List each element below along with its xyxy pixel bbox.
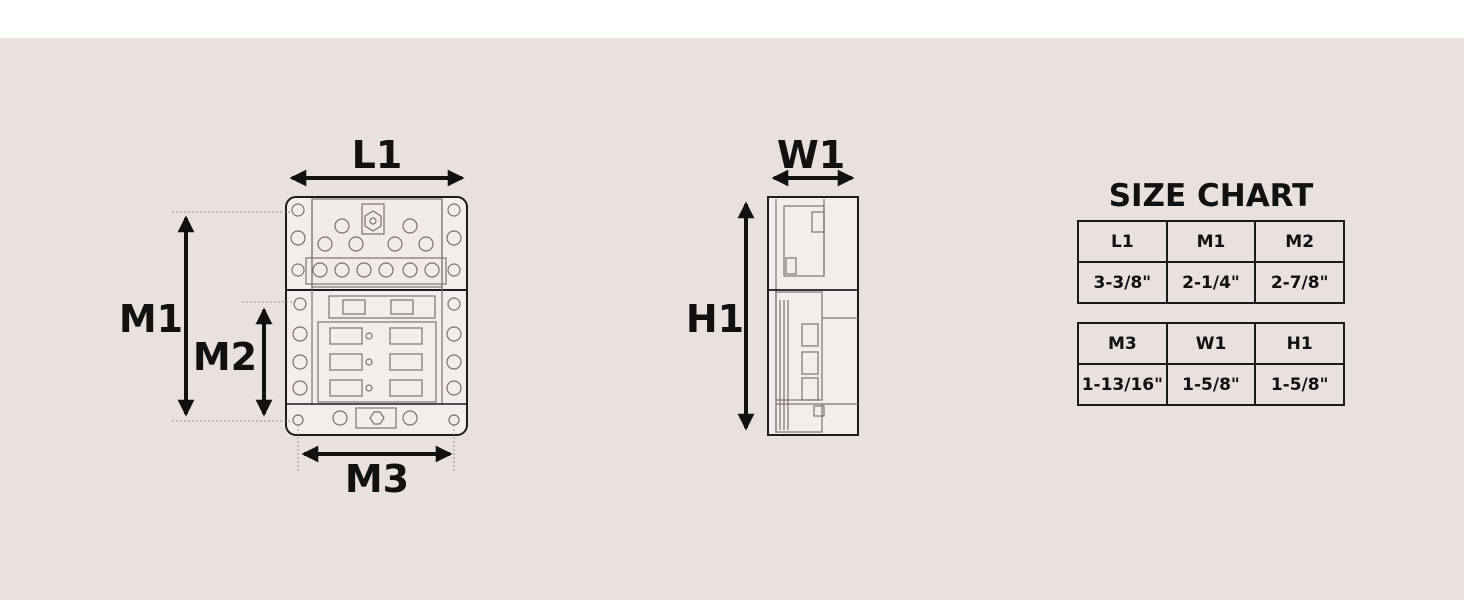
header-l1: L1 <box>1077 220 1168 263</box>
value-m2: 2-7/8" <box>1254 261 1345 304</box>
diagram-canvas <box>0 38 1464 600</box>
size-table-2: M3 W1 H1 1-13/16" 1-5/8" 1-5/8" <box>1077 322 1345 406</box>
m2-label: M2 <box>193 335 257 379</box>
size-chart-title: SIZE CHART <box>1108 178 1314 214</box>
table-row: M3 W1 H1 <box>1077 322 1345 365</box>
size-chart: SIZE CHART L1 M1 M2 3-3/8" 2-1/4" 2-7/8"… <box>1076 176 1346 406</box>
fuse-block-front-view <box>285 196 468 436</box>
l1-label: L1 <box>352 133 403 177</box>
header-m3: M3 <box>1077 322 1168 365</box>
table-row: L1 M1 M2 <box>1077 220 1345 263</box>
dimension-lines <box>172 169 855 472</box>
header-h1: H1 <box>1254 322 1345 365</box>
value-h1: 1-5/8" <box>1254 363 1345 406</box>
fuse-block-side-view <box>767 196 859 436</box>
header-m2: M2 <box>1254 220 1345 263</box>
value-m1: 2-1/4" <box>1165 261 1257 304</box>
table-row: 3-3/8" 2-1/4" 2-7/8" <box>1077 261 1345 304</box>
table-row: 1-13/16" 1-5/8" 1-5/8" <box>1077 363 1345 406</box>
h1-label: H1 <box>686 297 744 341</box>
m1-label: M1 <box>119 297 183 341</box>
m3-label: M3 <box>345 457 409 501</box>
value-m3: 1-13/16" <box>1077 363 1168 406</box>
size-table-1: L1 M1 M2 3-3/8" 2-1/4" 2-7/8" <box>1077 220 1345 304</box>
value-l1: 3-3/8" <box>1077 261 1168 304</box>
header-m1: M1 <box>1165 220 1257 263</box>
value-w1: 1-5/8" <box>1165 363 1257 406</box>
w1-label: W1 <box>777 133 845 177</box>
header-w1: W1 <box>1165 322 1257 365</box>
